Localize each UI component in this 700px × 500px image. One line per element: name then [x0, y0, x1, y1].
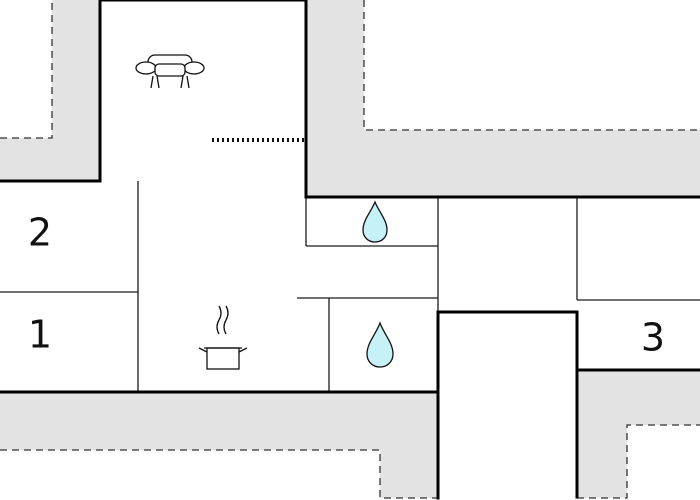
cooking-pot-icon [198, 305, 248, 370]
wall-inner-notch [436, 310, 579, 499]
water-drop-icon [366, 321, 394, 368]
room-label-3: 3 [641, 316, 665, 360]
boundary-top-left [0, 0, 53, 139]
room-label-2: 2 [28, 211, 52, 255]
interior-walls [0, 181, 700, 392]
exterior-top-right [306, 0, 700, 197]
water-drop-icon [362, 200, 388, 243]
exterior-bottom-left [0, 392, 438, 498]
boundary-bottom-left [0, 449, 438, 499]
boundary-bottom-right [577, 424, 700, 499]
room-label-1: 1 [28, 313, 52, 357]
wall-top-left-outer [0, 0, 700, 199]
boundary-top-right [363, 0, 700, 131]
exterior-top-left [0, 0, 100, 181]
exterior-bottom-right [577, 370, 700, 498]
sofa-icon [135, 54, 205, 89]
